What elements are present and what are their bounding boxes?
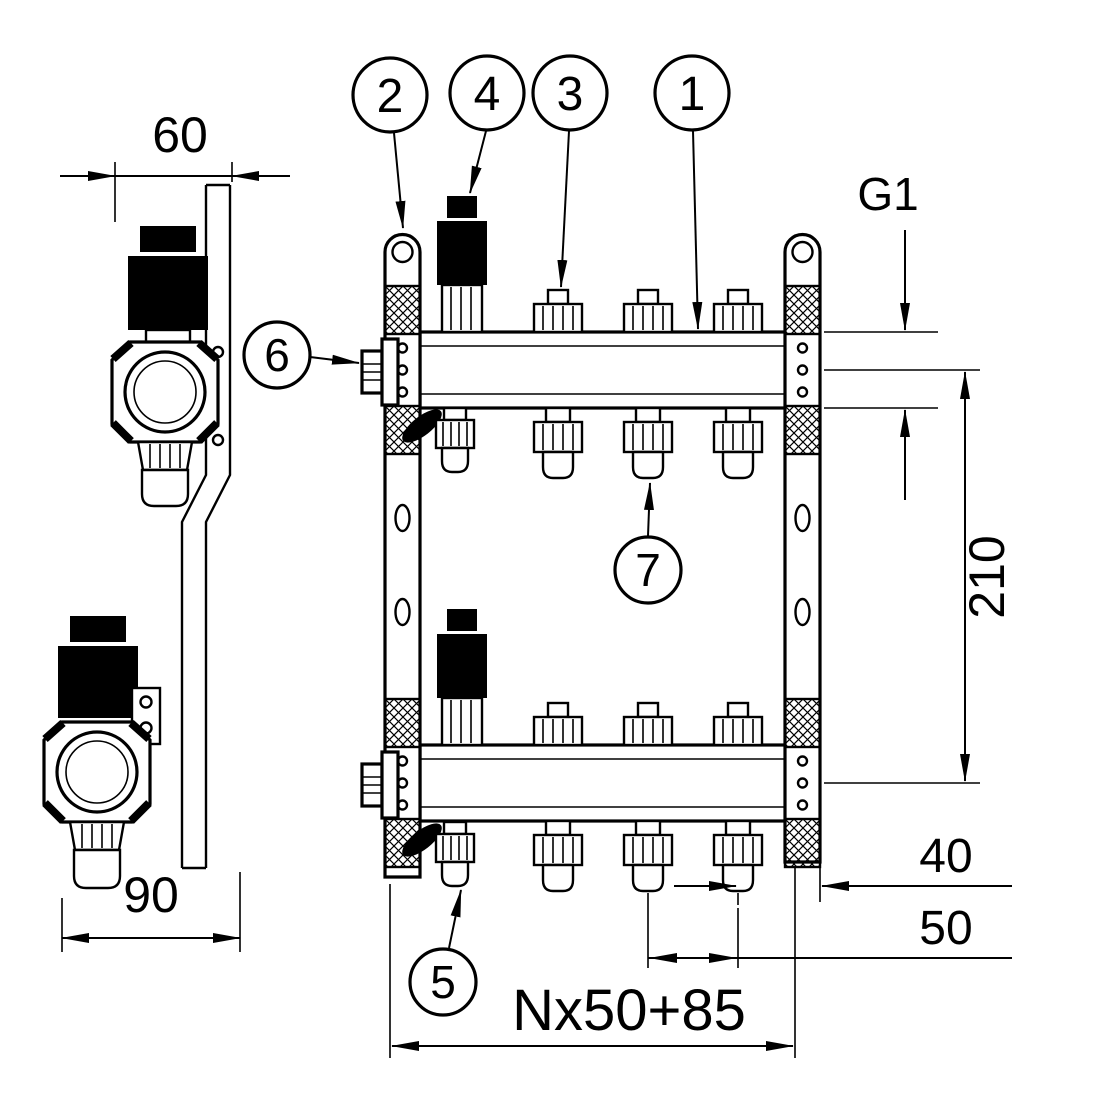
ball-valve-body [42,720,152,824]
callout-6: 6 [242,320,360,390]
ball-valve-face [55,730,139,814]
ball-valve-face [123,350,207,434]
outlet-valve-1 [532,406,584,480]
dim-40-label: 40 [919,830,972,883]
outlet-valve-2 [622,406,674,480]
callout-1: 1 [653,54,731,330]
dimension-60: 60 [60,107,290,222]
valve-tail [72,848,122,890]
dimension-total-length: Nx50+85 [389,868,796,1058]
dim-60-label: 60 [152,107,208,163]
top-connector-2 [622,288,674,334]
callout-5-leader [448,889,462,949]
callout-4-label: 4 [474,68,501,121]
outlet-valve-3 [712,406,764,480]
vent-union-nut [144,328,192,344]
top-connector-5 [622,701,674,747]
outlet-valve-6 [712,819,764,893]
rail-slot [394,597,411,627]
rail-hole [391,240,414,264]
rail-clamp [783,817,822,869]
rail-clamp [383,697,422,749]
callout-4-leader [469,130,487,194]
callout-3-leader [557,130,570,288]
valve-nut [136,440,194,472]
side-view: 60 90 [42,107,290,952]
rail-clamp [783,697,822,749]
plate-hole [139,695,153,709]
dimension-210: 210 [824,369,1015,784]
side-bottom-assembly [42,616,162,890]
callouts: 2 4 3 1 6 7 5 [242,54,731,1017]
top-connector-4 [532,701,584,747]
dimension-90: 90 [61,867,241,952]
rail-slot [794,503,811,533]
callout-6-leader [309,354,360,365]
air-vent-body [128,256,208,330]
callout-7-label: 7 [635,544,661,596]
rail-slot [794,597,811,627]
top-connector-6 [712,701,764,747]
side-top-assembly [110,226,220,508]
rail-clamp [783,284,822,336]
air-vent-body [58,646,138,718]
callout-7: 7 [613,482,683,605]
dimension-50: 50 [647,893,1012,968]
rail-clamp [783,404,822,456]
valve-tail [140,468,190,508]
callout-1-label: 1 [679,68,706,121]
callout-2: 2 [351,56,429,229]
callout-5: 5 [408,889,478,1017]
dimension-g1: G1 [824,168,938,500]
rail-bolts [396,342,809,811]
rail-hole [791,240,814,264]
supply-beam [418,330,790,410]
callout-3-label: 3 [557,68,584,121]
callout-7-leader [643,482,654,537]
callout-5-label: 5 [430,956,456,1008]
rail-clamp [383,284,422,336]
outlet-valve-4 [532,819,584,893]
front-view [360,194,822,893]
dim-90-label: 90 [123,867,179,923]
end-plug-top [360,337,400,407]
callout-2-leader [393,132,406,229]
air-vent-top [435,194,489,334]
dim-g1-label: G1 [857,168,918,220]
callout-4: 4 [448,54,526,194]
return-beam [418,743,790,823]
callout-3: 3 [531,54,609,288]
dim-total-label: Nx50+85 [512,978,746,1043]
bracket-hole [211,433,225,447]
end-plug-bottom [360,750,400,820]
rail-slot [394,503,411,533]
top-connector-1 [532,288,584,334]
air-vent-cap [140,226,196,252]
dim-50-label: 50 [919,902,972,955]
air-vent-cap [70,616,126,642]
ball-valve-body [110,340,220,444]
top-connector-3 [712,288,764,334]
air-vent-bottom [435,607,489,747]
dimension-40: 40 [674,830,1012,905]
callout-2-label: 2 [377,70,404,123]
outlet-valve-5 [622,819,674,893]
valve-nut [68,820,126,852]
dim-210-label: 210 [959,535,1015,618]
callout-6-label: 6 [264,329,290,381]
callout-1-leader [692,130,703,330]
